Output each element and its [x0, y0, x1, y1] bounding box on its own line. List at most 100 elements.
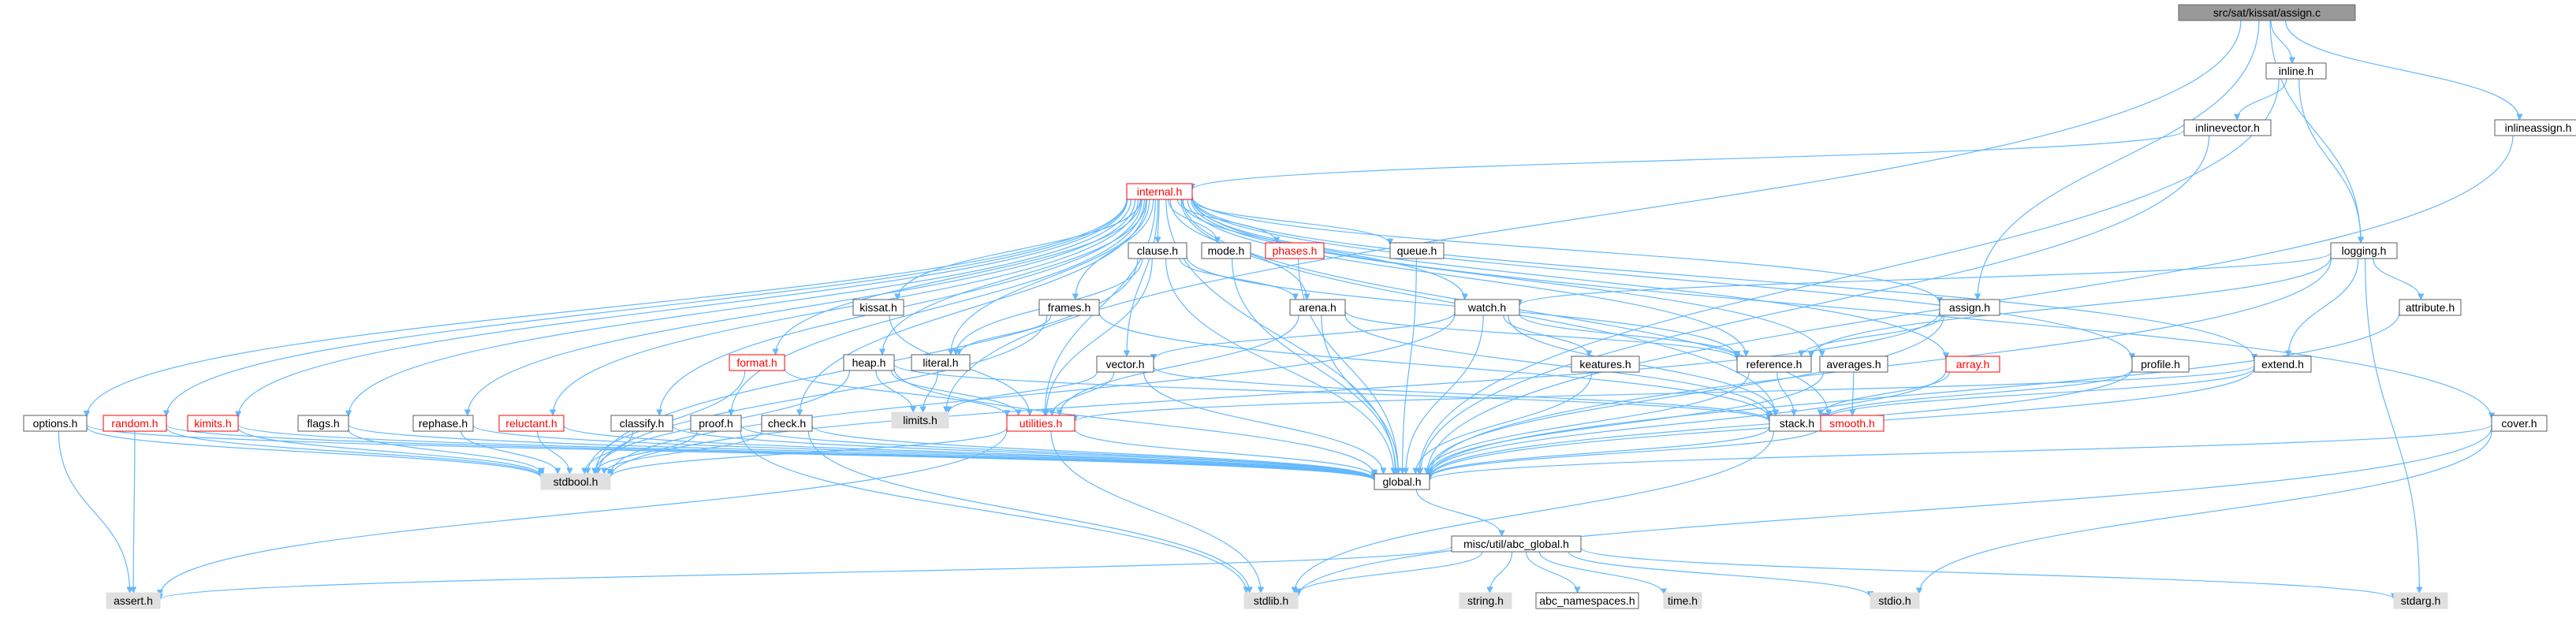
edge-internal-to-proof	[727, 199, 1145, 416]
node-rephase-box	[412, 415, 474, 432]
node-inlineassign[interactable]: inlineassign.h	[2494, 119, 2576, 136]
edge-averages-to-global	[1426, 371, 1825, 475]
node-frames[interactable]: frames.h	[1038, 299, 1100, 316]
edge-internal-to-rephase	[464, 199, 1136, 416]
edge-heap-to-global	[893, 368, 1378, 477]
edge-inlinevector-to-internal	[1189, 129, 2185, 191]
edge-logging-to-reference	[1807, 257, 2332, 358]
node-arena[interactable]: arena.h	[1289, 299, 1346, 316]
node-logging[interactable]: logging.h	[2330, 242, 2398, 259]
node-heap-label: heap.h	[852, 356, 886, 369]
node-keatures-box	[1571, 356, 1640, 373]
node-stack[interactable]: stack.h	[1769, 415, 1825, 432]
edge-array-to-global	[1426, 369, 1947, 477]
node-inline[interactable]: inline.h	[2265, 62, 2327, 80]
node-rephase[interactable]: rephase.h	[412, 415, 474, 432]
node-stdarg-label: stdarg.h	[2401, 594, 2441, 607]
node-cover[interactable]: cover.h	[2491, 415, 2548, 432]
node-string-box	[1459, 592, 1512, 609]
edge-abcglobal-to-assert	[157, 545, 1452, 601]
edge-global-to-abcglobal	[1415, 489, 1505, 537]
node-random-label: random.h	[111, 417, 158, 430]
edge-root-to-assign	[1974, 20, 2260, 300]
node-heap-box	[843, 354, 895, 371]
node-stdlib: stdlib.h	[1243, 592, 1299, 609]
node-heap[interactable]: heap.h	[843, 354, 895, 371]
node-array[interactable]: array.h	[1945, 356, 2000, 373]
node-internal-label: internal.h	[1137, 185, 1183, 198]
node-time-box	[1663, 592, 1702, 609]
edge-check-to-global	[811, 425, 1378, 480]
node-watch[interactable]: watch.h	[1454, 299, 1520, 316]
node-vector[interactable]: vector.h	[1096, 356, 1154, 373]
node-extend[interactable]: extend.h	[2254, 356, 2312, 373]
edge-cover-to-global	[1426, 424, 2492, 482]
node-reference-box	[1736, 356, 1812, 373]
edge-internal-to-literal	[947, 199, 1150, 356]
node-phases-label: phases.h	[1273, 244, 1318, 257]
node-utilities[interactable]: utilities.h	[1006, 415, 1076, 432]
edge-inline-to-inlinevector	[2233, 78, 2287, 121]
node-reference[interactable]: reference.h	[1736, 356, 1812, 373]
edge-clause-to-global	[1165, 258, 1397, 475]
node-array-label: array.h	[1956, 358, 1990, 370]
node-utilities-box	[1006, 415, 1076, 432]
node-options-label: options.h	[33, 417, 78, 430]
node-flags[interactable]: flags.h	[297, 415, 349, 432]
node-stdarg-box	[2393, 592, 2448, 609]
node-check-label: check.h	[768, 417, 806, 430]
edge-watch-to-reference	[1519, 313, 1741, 358]
node-averages-box	[1819, 356, 1888, 373]
edge-classify-to-global	[672, 425, 1378, 481]
node-vector-label: vector.h	[1105, 358, 1144, 370]
node-literal[interactable]: literal.h	[911, 354, 971, 371]
node-smooth[interactable]: smooth.h	[1820, 415, 1884, 432]
edge-frames-to-stack	[1098, 312, 1773, 420]
node-format[interactable]: format.h	[729, 354, 785, 371]
node-logging-label: logging.h	[2342, 244, 2387, 257]
node-vector-box	[1096, 356, 1154, 373]
node-averages-label: averages.h	[1826, 358, 1881, 370]
node-flags-label: flags.h	[307, 417, 339, 430]
node-phases[interactable]: phases.h	[1265, 242, 1325, 259]
node-queue[interactable]: queue.h	[1389, 242, 1445, 259]
node-format-box	[729, 354, 785, 371]
node-abcns-box	[1535, 592, 1639, 609]
node-averages[interactable]: averages.h	[1819, 356, 1888, 373]
edge-internal-to-utilities	[1041, 199, 1156, 416]
node-check-box	[761, 415, 813, 432]
node-profile-box	[2131, 356, 2190, 373]
node-clause[interactable]: clause.h	[1128, 242, 1187, 259]
node-internal-box	[1126, 183, 1193, 200]
edge-profile-to-stack	[1821, 368, 2133, 420]
node-abcglobal[interactable]: misc/util/abc_global.h	[1451, 535, 1582, 553]
node-inlinevector[interactable]: inlinevector.h	[2183, 119, 2272, 136]
node-check[interactable]: check.h	[761, 415, 813, 432]
node-random[interactable]: random.h	[103, 415, 167, 432]
edge-abcglobal-to-stdio	[1568, 551, 1874, 598]
node-stdio: stdio.h	[1870, 592, 1920, 609]
node-proof[interactable]: proof.h	[690, 415, 742, 432]
node-profile[interactable]: profile.h	[2131, 356, 2190, 373]
edge-check-to-stdbool	[601, 430, 762, 475]
node-internal[interactable]: internal.h	[1126, 183, 1193, 200]
node-keatures[interactable]: keatures.h	[1571, 356, 1640, 373]
node-options[interactable]: options.h	[23, 415, 88, 432]
edge-watch-to-vector	[1150, 312, 1456, 361]
node-kissat[interactable]: kissat.h	[852, 299, 904, 316]
node-reluctant[interactable]: reluctant.h	[498, 415, 565, 432]
node-literal-label: literal.h	[923, 356, 958, 369]
node-global[interactable]: global.h	[1374, 473, 1430, 490]
node-mode[interactable]: mode.h	[1201, 242, 1251, 259]
edge-logging-to-stdarg	[2365, 258, 2423, 594]
node-classify[interactable]: classify.h	[610, 415, 673, 432]
edge-internal-to-averages	[1191, 199, 1825, 357]
edge-vector-to-global	[1143, 371, 1387, 475]
node-kimits[interactable]: kimits.h	[187, 415, 239, 432]
node-stdbool-box	[540, 473, 611, 490]
node-root-box	[2178, 4, 2356, 21]
node-attribute[interactable]: attribute.h	[2399, 299, 2462, 316]
node-assign[interactable]: assign.h	[1939, 299, 2000, 316]
node-abcns[interactable]: abc_namespaces.h	[1535, 592, 1639, 609]
